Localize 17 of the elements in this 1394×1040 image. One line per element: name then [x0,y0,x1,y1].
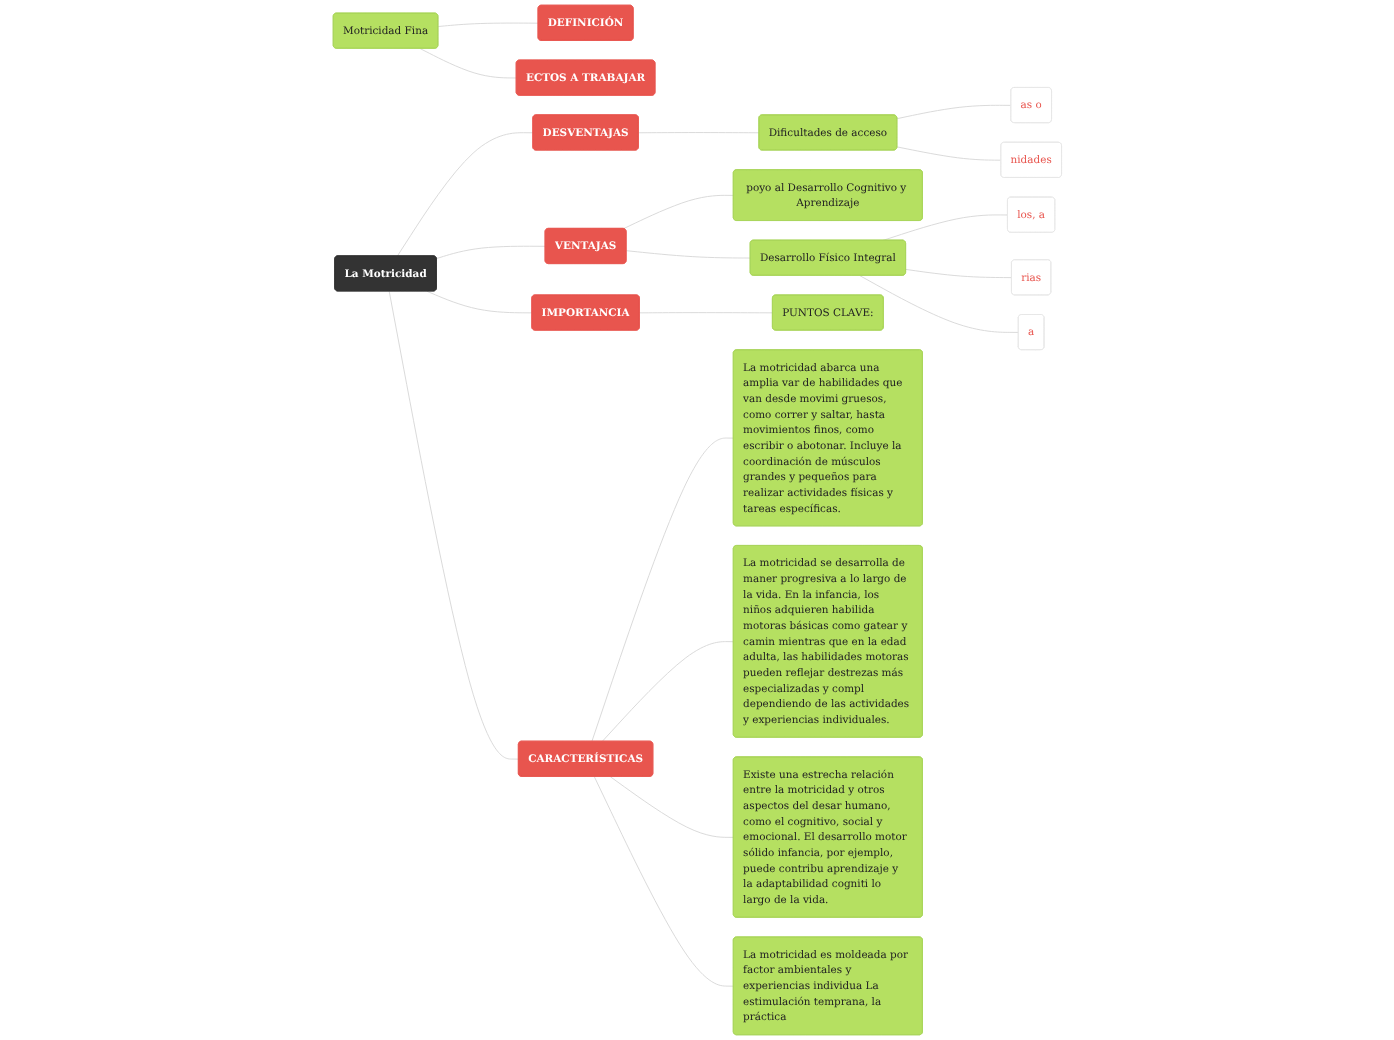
connector [637,132,760,134]
connector [859,275,1019,333]
connector [435,245,546,259]
connector [601,641,734,742]
connector [896,146,1002,161]
connector [625,250,751,259]
connector [591,437,734,742]
connector [896,104,1012,120]
connector [388,290,519,760]
connector [622,194,734,230]
connector [882,214,1008,241]
connector [905,268,1012,279]
connector [609,776,734,838]
connector [396,132,534,257]
connector [426,290,533,314]
connector [419,48,517,79]
connector [593,776,734,987]
